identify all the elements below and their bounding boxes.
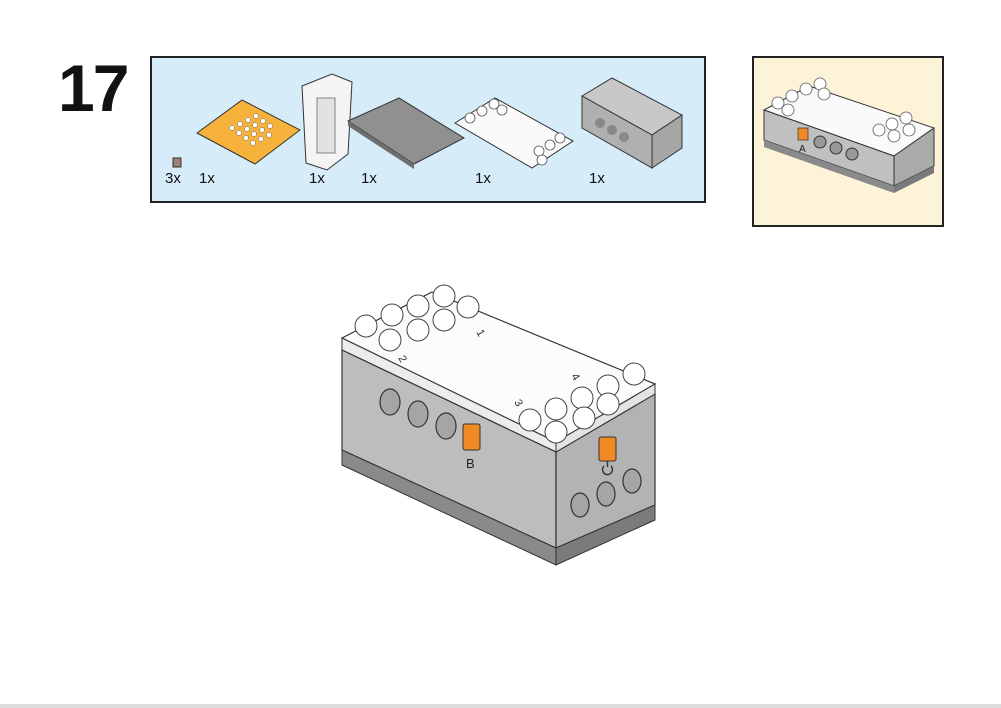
port-b-marker (462, 423, 481, 451)
port-number-1: 1 (473, 328, 486, 339)
page-bottom-border (0, 704, 1001, 708)
part-qty: 1x (361, 170, 377, 187)
gray-base-plate-part (346, 97, 466, 169)
power-icon (601, 461, 614, 476)
parts-illustrations (172, 73, 683, 171)
top-cover (340, 291, 657, 443)
part-qty: 1x (475, 170, 491, 187)
port-number-3: 3 (511, 398, 524, 409)
small-connector-part (172, 157, 182, 168)
part-qty: 1x (199, 170, 215, 187)
side-holes (379, 388, 642, 518)
parts-callout: 3x 1x 1x 1x 1x 1x (150, 56, 706, 203)
white-top-cover-part (454, 97, 574, 169)
yellow-led-plate-part (196, 99, 301, 165)
gray-housing-part (581, 77, 683, 169)
studs (354, 284, 646, 444)
port-number-2: 2 (395, 354, 408, 365)
port-b-label: B (466, 456, 475, 471)
port-number-4: 4 (568, 372, 581, 383)
power-button (598, 436, 617, 462)
housing-right-face (555, 392, 656, 549)
housing-left-face (341, 349, 557, 549)
white-frame-part (301, 73, 353, 171)
step-number: 17 (58, 51, 129, 125)
part-qty: 1x (589, 170, 605, 187)
part-qty: 3x (165, 170, 181, 187)
part-qty: 1x (309, 170, 325, 187)
port-a-label: A (799, 144, 806, 155)
rotated-model: A (762, 77, 936, 193)
rotated-view-inset: A (752, 56, 944, 227)
port-a-marker (797, 127, 809, 141)
